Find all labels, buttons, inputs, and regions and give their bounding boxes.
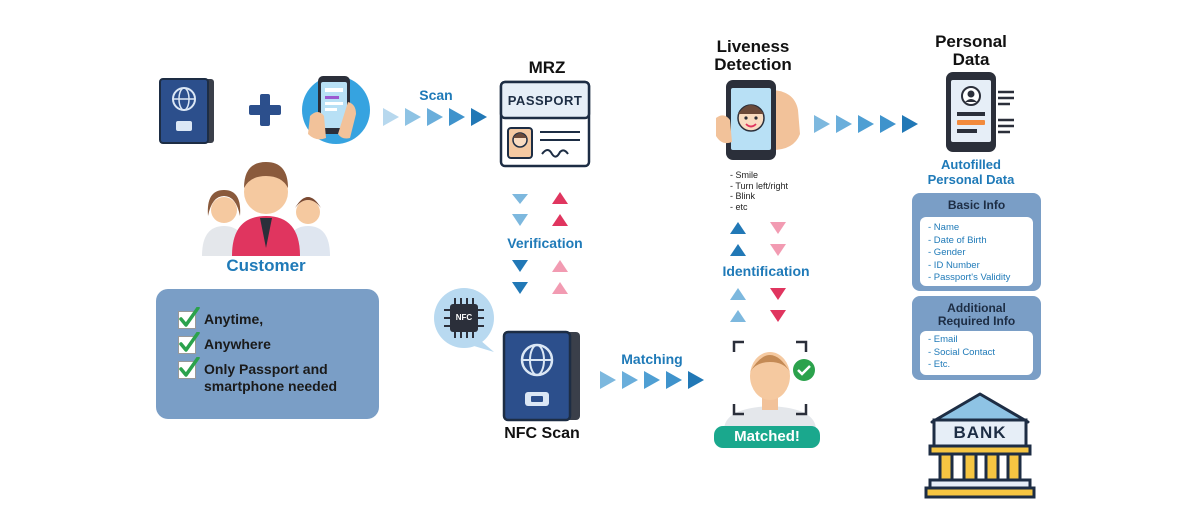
mrz-passport-icon: PASSPORT bbox=[498, 80, 592, 168]
benefit-row: Anytime, bbox=[178, 307, 264, 329]
liveness-item: - etc bbox=[730, 201, 748, 212]
nfc-chip-icon bbox=[434, 288, 494, 352]
passport-word: PASSPORT bbox=[507, 93, 583, 108]
liveness-list: - Smile - Turn left/right - Blink - etc bbox=[730, 170, 820, 212]
additional-info-item: - Email bbox=[928, 334, 958, 345]
nfc-chip-label: NFC bbox=[455, 313, 473, 322]
liveness-title: Liveness Detection bbox=[714, 37, 792, 74]
checkbox-icon bbox=[178, 332, 200, 354]
scan-label: Scan bbox=[419, 87, 453, 103]
benefits-card: Anytime, Anywhere Only Passport and smar… bbox=[156, 289, 379, 419]
profile-phone-icon bbox=[946, 72, 1014, 152]
benefit-text: Anytime, bbox=[204, 311, 264, 327]
face-phone-icon bbox=[716, 80, 800, 160]
benefit-text: Anywhere bbox=[204, 336, 271, 352]
customer-label: Customer bbox=[226, 256, 306, 275]
basic-info-item: - Passport's Validity bbox=[928, 272, 1011, 283]
checkbox-icon bbox=[178, 307, 200, 329]
additional-info-list: - Email - Social Contact - Etc. bbox=[920, 331, 1033, 375]
personal-data-title: Personal Data bbox=[935, 32, 1007, 69]
smartphone-icon bbox=[302, 76, 370, 144]
basic-info-item: - Gender bbox=[928, 247, 966, 258]
basic-info-card: Basic Info - Name - Date of Birth - Gend… bbox=[912, 193, 1041, 291]
nfc-passport-icon bbox=[502, 330, 580, 422]
checkbox-icon bbox=[178, 357, 200, 379]
liveness-item: - Turn left/right bbox=[730, 180, 789, 191]
matching-arrows bbox=[600, 371, 704, 389]
passport-icon bbox=[159, 78, 214, 144]
additional-info-card: Additional Required Info - Email - Socia… bbox=[912, 296, 1041, 380]
identification-arrows-top bbox=[730, 222, 786, 256]
benefit-row: Only Passport and smartphone needed bbox=[178, 357, 348, 395]
verification-arrows-top bbox=[512, 192, 568, 226]
autofilled-label: Autofilled Personal Data bbox=[927, 157, 1015, 187]
liveness-arrows bbox=[814, 115, 918, 133]
basic-info-item: - Date of Birth bbox=[928, 234, 987, 246]
liveness-item: - Blink bbox=[730, 191, 756, 201]
verification-label: Verification bbox=[507, 235, 583, 251]
plus-icon bbox=[249, 94, 281, 126]
basic-info-item: - Name bbox=[928, 222, 960, 233]
bank-label: BANK bbox=[953, 423, 1007, 442]
additional-info-title: Additional Required Info bbox=[937, 301, 1016, 328]
benefit-row: Anywhere bbox=[178, 332, 271, 354]
verification-arrows-bottom bbox=[512, 260, 568, 294]
people-icon bbox=[202, 162, 330, 256]
face-scan-icon bbox=[724, 340, 816, 430]
basic-info-title: Basic Info bbox=[947, 198, 1006, 212]
mrz-title: MRZ bbox=[528, 58, 566, 77]
liveness-item: - Smile bbox=[730, 170, 759, 180]
identification-arrows-bottom bbox=[730, 288, 786, 322]
benefit-text: Only Passport and smartphone needed bbox=[204, 361, 338, 394]
nfc-scan-title: NFC Scan bbox=[504, 425, 580, 442]
basic-info-item: - ID Number bbox=[928, 259, 980, 271]
identification-label: Identification bbox=[722, 263, 810, 279]
additional-info-item: - Social Contact bbox=[928, 346, 996, 358]
scan-arrows bbox=[383, 108, 487, 126]
basic-info-list: - Name - Date of Birth - Gender - ID Num… bbox=[920, 217, 1033, 286]
bank-icon bbox=[924, 392, 1036, 499]
matched-badge: Matched! bbox=[714, 426, 820, 448]
additional-info-item: - Etc. bbox=[928, 359, 951, 370]
matching-label: Matching bbox=[621, 351, 683, 367]
